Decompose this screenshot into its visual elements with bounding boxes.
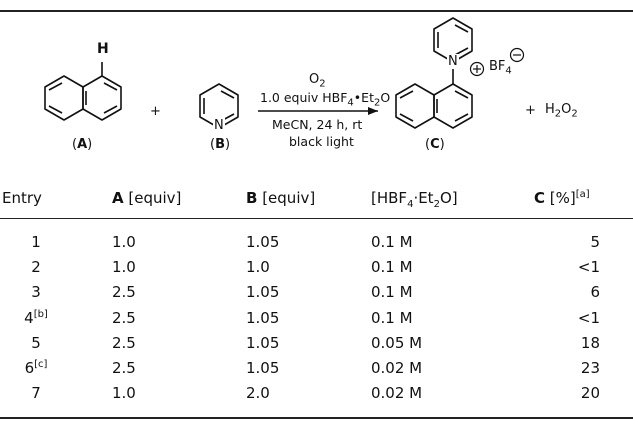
cell-a-equiv: 1.0 xyxy=(112,384,136,403)
cell-acid-conc: 0.1 M xyxy=(371,233,413,251)
naphthyl-C-structure xyxy=(395,83,473,129)
cell-b-equiv: 1.05 xyxy=(246,283,280,302)
atom-N-product-label: N xyxy=(447,54,459,69)
cell-a-equiv: 2.5 xyxy=(112,308,136,327)
cell-b-equiv: 1.05 xyxy=(246,233,280,251)
pyridinium-ring-structure xyxy=(433,17,473,84)
cell-c-yield: 18 xyxy=(580,333,600,352)
cell-c-yield: 20 xyxy=(580,384,600,403)
cell-acid-conc: 0.1 M xyxy=(371,258,413,277)
table-top-rule xyxy=(0,10,633,12)
plus-sign-1: + xyxy=(150,104,161,119)
header-entry: Entry xyxy=(2,189,42,207)
compound-C-label: (C) xyxy=(425,137,445,152)
entry-number: 3 xyxy=(31,283,41,302)
entry-number: 1 xyxy=(31,233,41,251)
header-acid: [HBF4·Et2O] xyxy=(371,189,458,210)
compound-B-label: (B) xyxy=(210,137,231,152)
cell-c-yield: 23 xyxy=(580,359,600,377)
header-rule xyxy=(0,218,633,219)
cell-a-equiv: 2.5 xyxy=(112,283,136,302)
condition-acid: 1.0 equiv HBF4•Et2O xyxy=(260,90,391,109)
entry-footnote: [b] xyxy=(33,308,48,320)
cell-entry: 4[b] xyxy=(16,309,56,327)
header-A: A [equiv] xyxy=(112,189,182,207)
cell-c-yield: 5 xyxy=(590,233,600,251)
cell-acid-conc: 0.1 M xyxy=(371,283,413,302)
cell-entry: 5 xyxy=(16,334,56,352)
atom-N-pyridine-label: N xyxy=(213,118,225,133)
condition-oxygen: O2 xyxy=(309,72,326,90)
entry-number: 7 xyxy=(31,384,41,403)
arrow-head xyxy=(368,107,378,115)
cell-b-equiv: 1.05 xyxy=(246,308,280,327)
counterion-label: BF4 xyxy=(489,59,512,77)
cell-entry: 7 xyxy=(16,384,56,402)
header-B: B [equiv] xyxy=(246,189,316,207)
compound-A-label: (A) xyxy=(72,137,93,152)
cell-a-equiv: 2.5 xyxy=(112,333,136,352)
cell-b-equiv: 1.05 xyxy=(246,333,280,352)
cell-c-yield: <1 xyxy=(577,308,600,327)
entry-number: 2 xyxy=(31,258,41,277)
atom-H-label: H xyxy=(97,41,109,57)
plus-charge-icon xyxy=(469,61,485,77)
condition-solvent: MeCN, 24 h, rt xyxy=(272,117,363,132)
entry-number: 5 xyxy=(31,333,41,352)
header-C: C [%][a] xyxy=(534,189,590,207)
cell-acid-conc: 0.05 M xyxy=(371,333,423,352)
byproduct-label: H2O2 xyxy=(545,102,578,120)
cell-c-yield: 6 xyxy=(590,283,600,302)
cell-entry: 1 xyxy=(16,233,56,251)
cell-entry: 6[c] xyxy=(16,359,56,377)
entry-number: 6 xyxy=(24,359,35,377)
cell-entry: 3 xyxy=(16,283,56,301)
entry-footnote: [c] xyxy=(34,359,48,370)
minus-charge-icon xyxy=(509,47,525,63)
cell-a-equiv: 1.0 xyxy=(112,258,136,277)
cell-c-yield: <1 xyxy=(577,258,600,277)
table-bottom-rule xyxy=(0,417,633,419)
cell-entry: 2 xyxy=(16,258,56,276)
cell-b-equiv: 1.0 xyxy=(246,258,270,277)
cell-b-equiv: 2.0 xyxy=(246,384,270,403)
condition-light: black light xyxy=(289,134,354,149)
naphthalene-A-structure xyxy=(44,62,122,121)
cell-acid-conc: 0.02 M xyxy=(371,384,423,403)
cell-acid-conc: 0.1 M xyxy=(371,308,413,327)
entry-number: 4 xyxy=(24,308,34,327)
cell-acid-conc: 0.02 M xyxy=(371,359,423,377)
plus-sign-2: + xyxy=(525,103,536,118)
cell-b-equiv: 1.05 xyxy=(246,359,280,377)
cell-a-equiv: 2.5 xyxy=(112,359,136,377)
cell-a-equiv: 1.0 xyxy=(112,233,136,251)
